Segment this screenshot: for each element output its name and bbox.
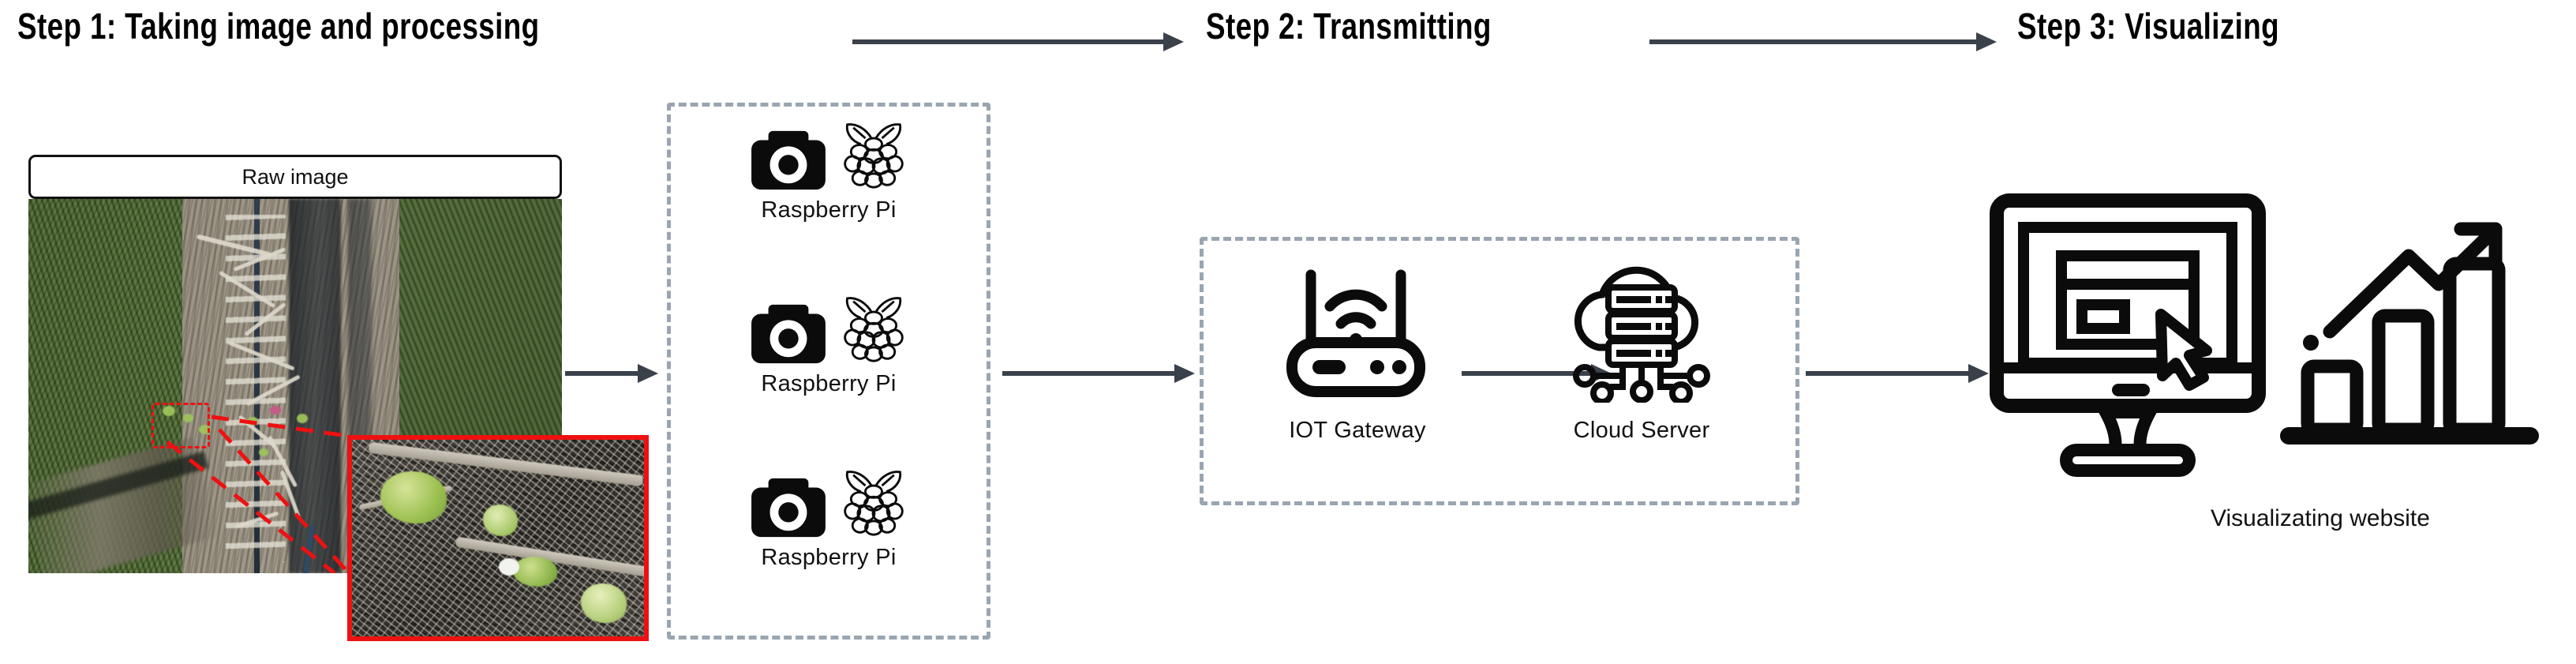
camera-icon [751,478,826,538]
device-raspberry-pi-1[interactable]: Raspberry Pi [667,118,990,223]
raspberry-pi-logo-icon [844,123,904,189]
photo-bud [163,406,175,416]
arrow-shaft [1649,39,1978,44]
roi-dashed-box [152,403,210,448]
photo-bud [183,414,193,422]
arrow-head [1174,364,1195,383]
inset-bud [380,471,447,523]
flow-arrow-devices-to-gateway [1002,364,1195,383]
device-raspberry-pi-3[interactable]: Raspberry Pi [667,466,990,571]
flow-arrow-cloud-to-monitor [1806,364,1989,383]
flow-arrow-photo-to-devices [565,364,658,383]
transmitting-group-box [1200,237,1799,505]
bar-chart-growth-icon [2278,189,2546,462]
camera-icon [751,130,826,190]
step-3-title: Step 3: Visualizing [2017,6,2280,47]
photo-bud [259,448,268,456]
inset-bud [513,557,557,587]
arrow-shaft [852,39,1165,44]
inset-bud [483,505,518,536]
wifi-router-icon [1286,269,1425,397]
inset-white-marker [499,558,519,576]
arrow-head [638,364,658,383]
arrow-shaft [1002,371,1176,376]
raspberry-pi-group-box [667,103,990,640]
header-arrow-step1-to-step2 [852,32,1184,51]
header-arrow-step2-to-step3 [1649,32,1997,51]
step-2-title: Step 2: Transmitting [1206,6,1492,47]
node-cloud-server[interactable]: Cloud Server [1523,253,1760,444]
raw-image-caption-label: Raw image [242,164,349,189]
step-1-title: Step 1: Taking image and processing [17,6,540,47]
device-icons-row [667,118,990,193]
photo-pink-marker [270,406,281,415]
visualizing-website-caption: Visualizating website [2211,505,2430,531]
raw-image-caption-box: Raw image [28,155,562,199]
inset-bud [581,583,627,623]
monitor-with-cursor-icon [1986,189,2270,486]
photo-bud [297,414,308,423]
device-raspberry-pi-2[interactable]: Raspberry Pi [667,292,990,397]
cloud-server-icon [1573,266,1710,405]
device-icons-row [667,466,990,540]
device-label: Raspberry Pi [761,545,897,570]
raw-image-photo [28,199,562,573]
node-iot-gateway[interactable]: IOT Gateway [1239,261,1476,444]
device-label: Raspberry Pi [761,197,897,223]
arrow-shaft [1806,371,1970,376]
camera-icon [751,304,826,364]
raspberry-pi-logo-icon [844,297,904,362]
photo-bud [248,417,258,426]
arrow-shaft [565,371,639,376]
arrow-head [1968,364,1989,383]
device-icons-row [667,292,990,366]
arrow-head [1976,32,1997,51]
device-label: Raspberry Pi [761,371,897,396]
arrow-shaft [1462,371,1593,376]
node-label: Cloud Server [1573,418,1710,443]
zoomed-inset-image [347,435,649,641]
arrow-head [1163,32,1184,51]
raspberry-pi-logo-icon [844,471,904,536]
node-label: IOT Gateway [1289,418,1426,443]
